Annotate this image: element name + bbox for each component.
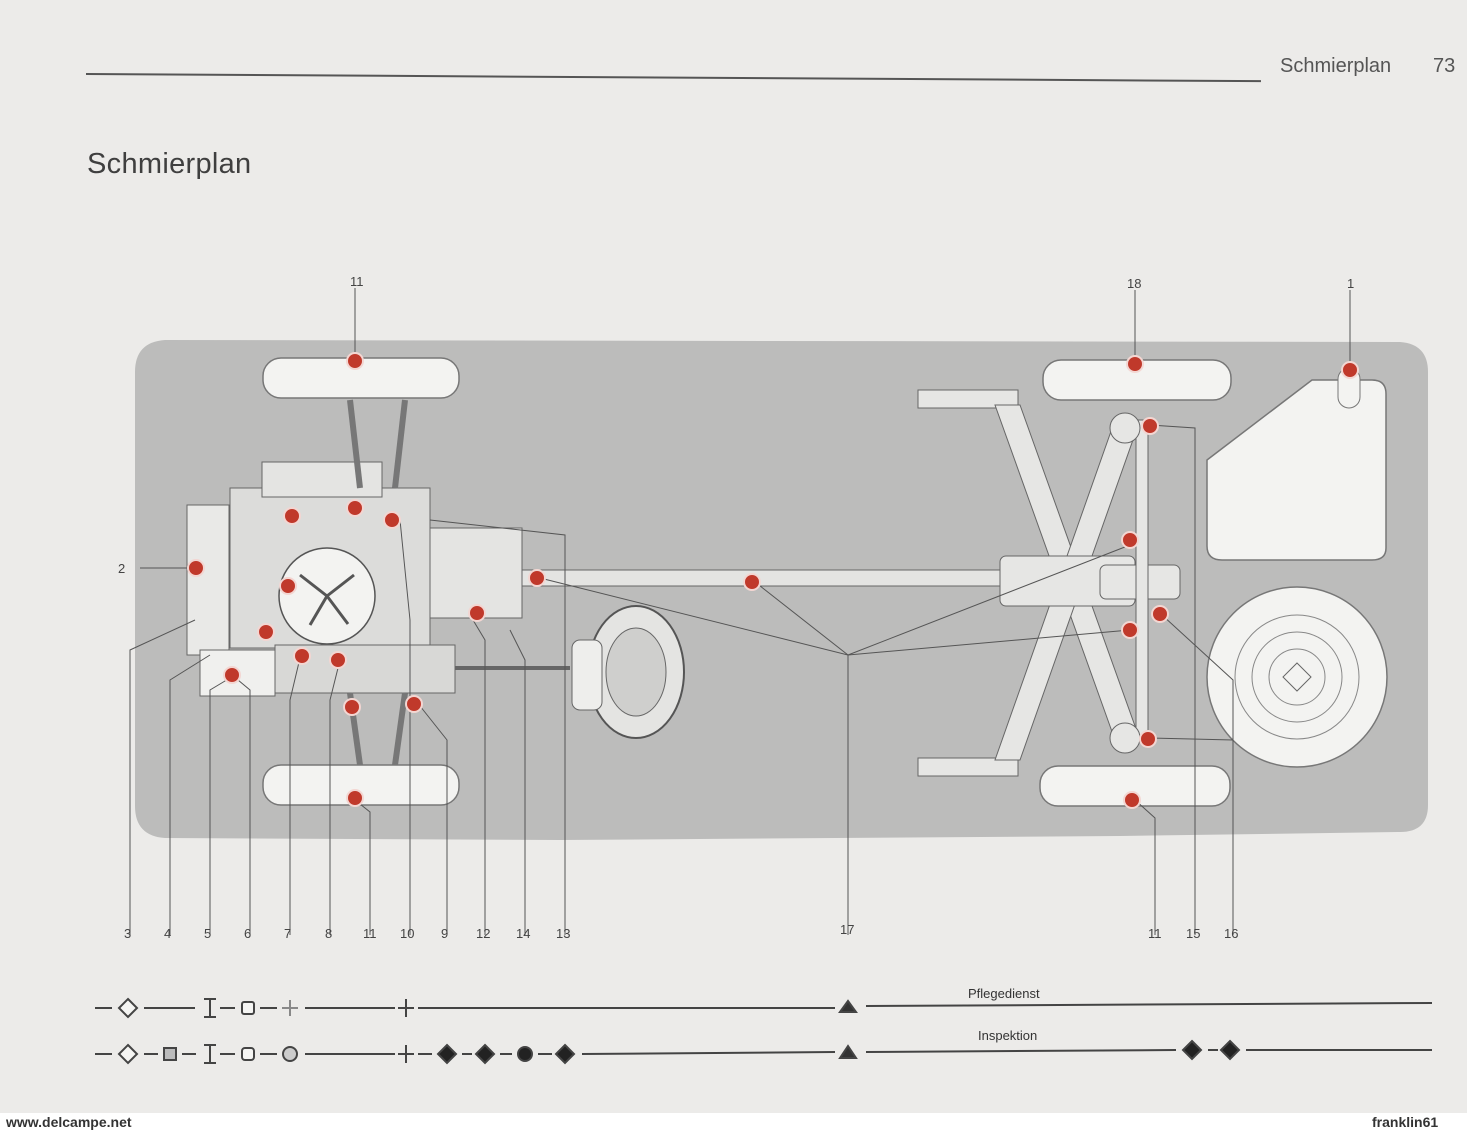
i-beam-icon [204,1044,216,1064]
bottom-callouts: 3 4 5 6 7 8 11 10 9 12 14 13 17 11 15 16 [124,922,1238,941]
legend-row-inspektion [95,1039,1432,1065]
lube-points [187,352,1359,809]
cross-icon [398,1045,414,1063]
fuel-tank [1206,379,1387,561]
cross-icon [282,1000,298,1016]
diamond-icon [117,1043,139,1065]
steering-wheel [571,605,685,739]
callout-bottom: 13 [556,926,570,941]
callout-bottom: 3 [124,926,131,941]
filled-diamond-icon [436,1043,458,1065]
callout-bottom: 8 [325,926,332,941]
page-title: Schmierplan [87,148,252,180]
callout-bottom: 11 [363,926,377,941]
triangle-icon [838,1044,858,1059]
leader-lines [129,288,1351,935]
square-icon [163,1047,177,1061]
spare-wheel [1206,586,1388,768]
legend-label-inspektion: Inspektion [978,1028,1037,1043]
callout-bottom: 5 [204,926,211,941]
callout-bottom: 10 [400,926,414,941]
page-number: 73 [1433,55,1456,77]
callout-bottom: 9 [441,926,448,941]
rear-axle-assembly [917,389,1181,777]
square-icon [241,1001,255,1015]
cross-icon [398,999,414,1017]
watermark-left: www.delcampe.net [6,1114,132,1130]
callout-bottom: 17 [840,922,854,937]
circle-icon [282,1046,298,1062]
triangle-icon [838,999,858,1013]
filled-diamond-icon [1181,1039,1203,1061]
watermark-right: franklin61 [1372,1114,1439,1130]
callout-bottom: 7 [284,926,291,941]
callout-bottom: 11 [1148,926,1162,941]
callout-bottom: 4 [164,926,171,941]
callout-bottom: 6 [244,926,251,941]
propeller-shaft [521,569,1003,587]
callout-bottom: 12 [476,926,490,941]
filled-circle-icon [517,1046,533,1062]
callout-bottom: 16 [1224,926,1238,941]
running-head: Schmierplan [1280,55,1392,77]
callout-left: 2 [118,561,125,576]
footer-bar [0,1113,1467,1131]
legend-row-pflegedienst [95,997,1433,1019]
filled-diamond-icon [474,1043,496,1065]
legend-label-pflegedienst: Pflegedienst [968,986,1040,1001]
callout-top-1: 11 [350,274,364,289]
callout-top-2: 18 [1127,276,1141,291]
diamond-icon [117,997,139,1019]
filled-diamond-icon [1219,1039,1241,1061]
callout-top-3: 1 [1347,276,1354,291]
callout-bottom: 15 [1186,926,1200,941]
filled-diamond-icon [554,1043,576,1065]
i-beam-icon [204,998,216,1018]
hexagon-icon [241,1047,255,1061]
callout-bottom: 14 [516,926,530,941]
